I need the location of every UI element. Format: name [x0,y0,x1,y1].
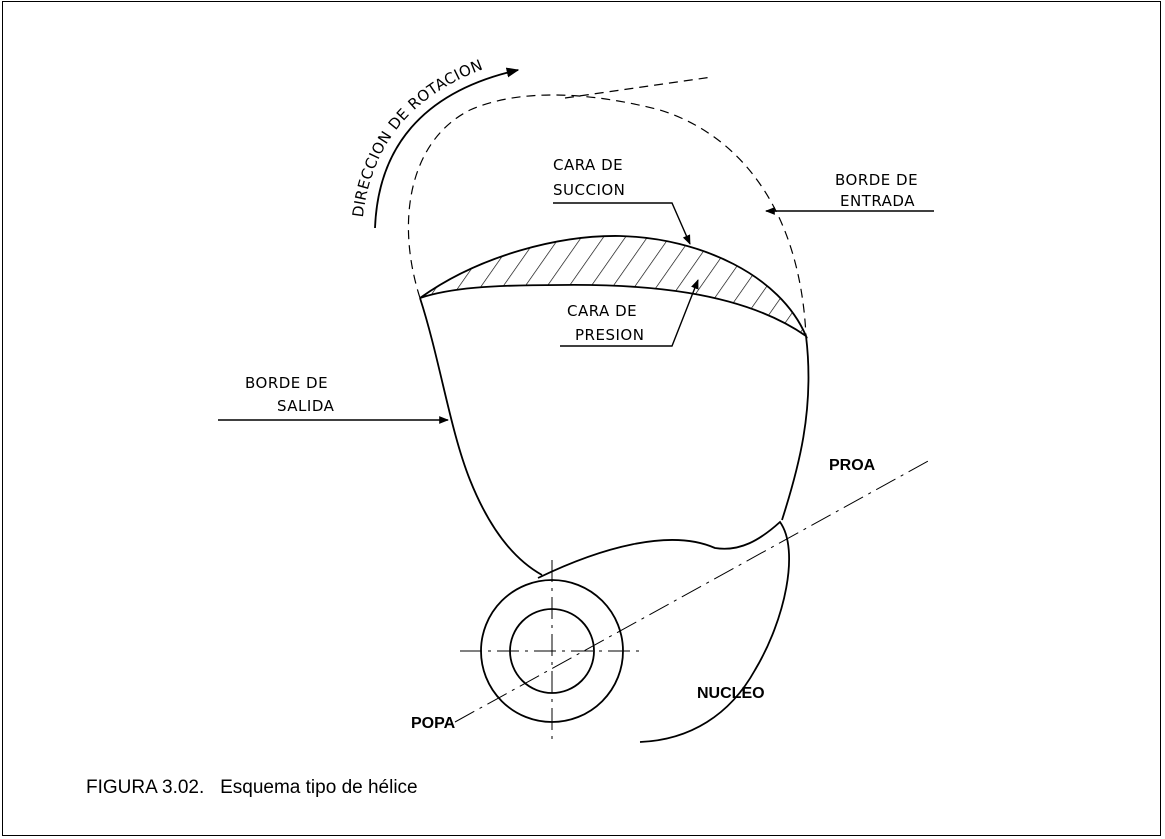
blade-leading-edge [781,335,810,521]
leading-edge-label-line2: ENTRADA [840,192,915,210]
stern-label: POPA [411,715,456,732]
trailing-edge-label-line1: BORDE DE [245,374,328,392]
pressure-label-line1: CARA DE [567,302,637,320]
suction-label-line2: SUCCION [553,181,625,199]
rotation-arrow [374,67,520,229]
pressure-label-line2: PRESION [575,326,644,344]
suction-label-line1: CARA DE [553,156,623,174]
trailing-edge-label-line2: SALIDA [277,397,335,415]
pressure-leader [560,279,699,347]
blade-tip-dashed-outline [407,94,807,337]
hub-label: NUCLEO [697,685,765,702]
shaft-axis-line [454,459,931,723]
blade-section-hatched [419,235,809,339]
bow-label: PROA [829,457,876,474]
leading-edge-label-line1: BORDE DE [835,171,918,189]
rotation-label: DIRECCION DE ROTACION [349,56,486,219]
tip-dashed-line [564,76,713,99]
suction-leader [553,202,691,245]
figure-caption: FIGURA 3.02. Esquema tipo de hélice [86,777,418,798]
hub-body [537,520,791,743]
blade-trailing-edge [419,297,543,576]
